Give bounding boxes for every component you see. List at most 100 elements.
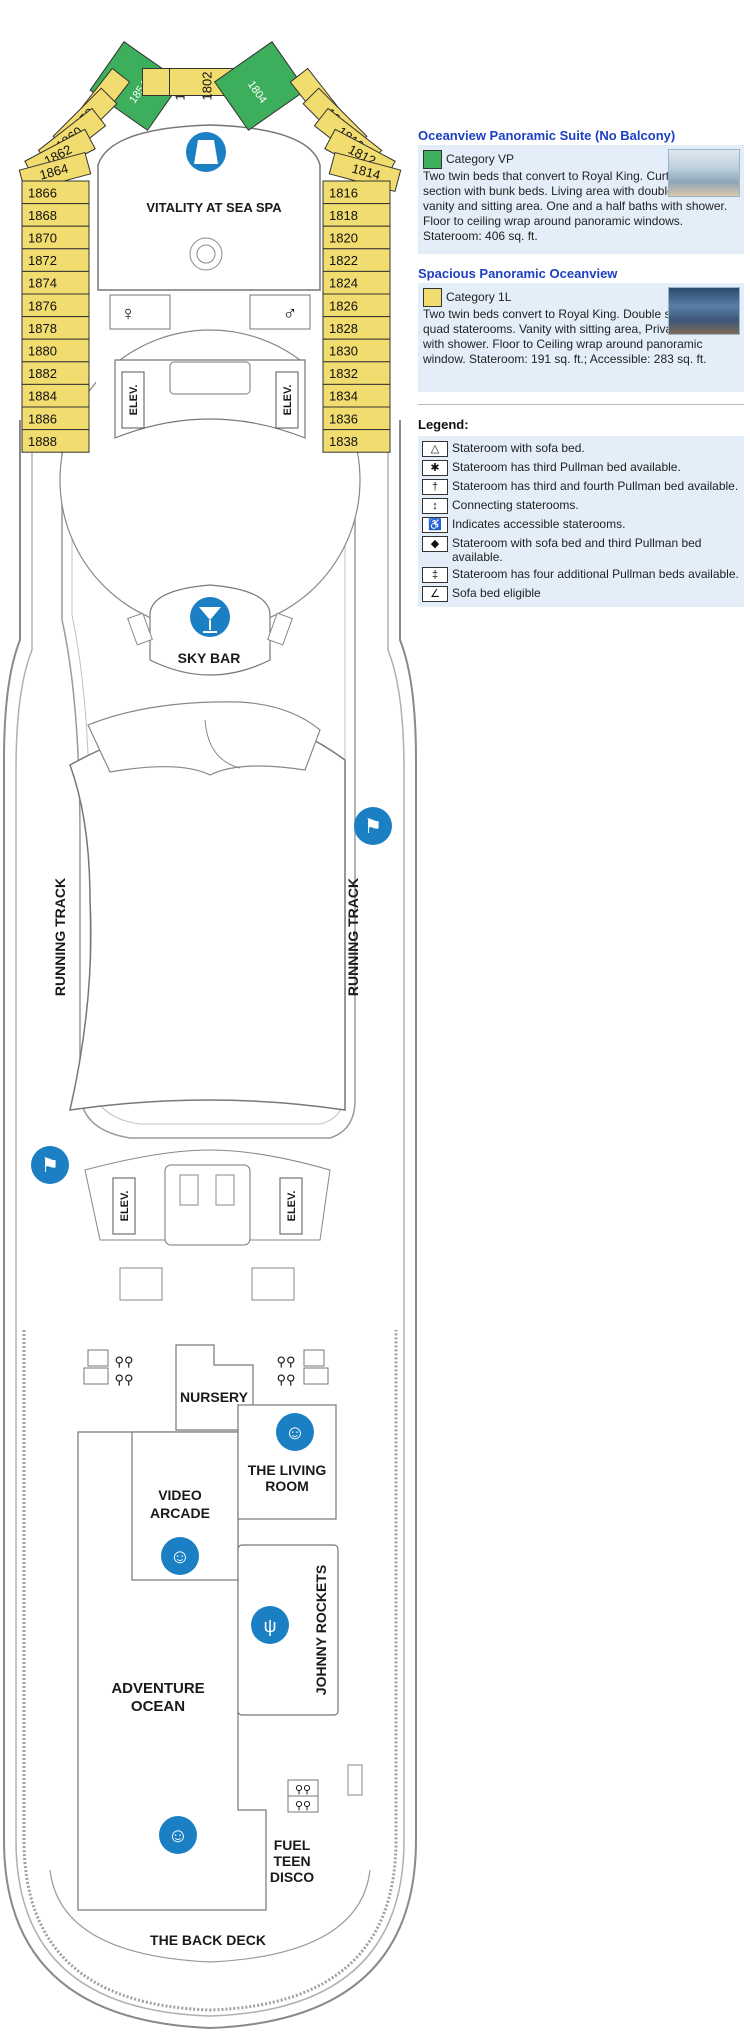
running-track-label-right: RUNNING TRACK bbox=[345, 878, 361, 996]
stateroom-1872[interactable]: 1872 bbox=[21, 248, 90, 272]
elevator-lobby bbox=[114, 359, 306, 439]
stateroom-number: 1864 bbox=[38, 161, 70, 183]
stateroom-number: 1878 bbox=[28, 321, 57, 336]
restroom-icon: ⚲⚲ bbox=[295, 1784, 311, 1796]
connecting-arrow-icon: ↕ bbox=[422, 498, 448, 514]
stateroom-number: 1832 bbox=[329, 366, 358, 381]
stateroom-number: 1838 bbox=[329, 434, 358, 449]
stateroom-1834[interactable]: 1834 bbox=[322, 383, 391, 408]
stateroom-number: 1886 bbox=[28, 411, 57, 426]
svg-text:☺: ☺ bbox=[285, 1422, 305, 1444]
stateroom-number: 1814 bbox=[350, 161, 382, 183]
stateroom-1880[interactable]: 1880 bbox=[21, 338, 90, 363]
sky-bar-label: SKY BAR bbox=[178, 650, 241, 666]
stateroom-number: 1882 bbox=[28, 366, 57, 381]
stateroom-1836[interactable]: 1836 bbox=[322, 406, 391, 431]
category-description: Two twin beds that convert to Royal King… bbox=[423, 169, 728, 243]
restroom-icon: ⚲⚲ bbox=[295, 1800, 311, 1812]
restroom-icon: ⚲⚲ bbox=[276, 1354, 295, 1369]
sofa-bed-eligible-icon: ∠ bbox=[422, 586, 448, 602]
stateroom-1830[interactable]: 1830 bbox=[322, 338, 391, 363]
elevator-label: ELEV. bbox=[286, 1191, 298, 1222]
stateroom-number: 1824 bbox=[329, 276, 358, 291]
legend: △Stateroom with sofa bed.✱Stateroom has … bbox=[418, 436, 744, 607]
wheelchair-icon: ♿ bbox=[422, 517, 448, 533]
stateroom-1818[interactable]: 1818 bbox=[322, 203, 391, 227]
stateroom-1876[interactable]: 1876 bbox=[21, 293, 90, 318]
stateroom-1824[interactable]: 1824 bbox=[322, 270, 391, 295]
fuel-label-1: FUEL bbox=[274, 1837, 311, 1853]
stateroom-1832[interactable]: 1832 bbox=[322, 361, 391, 385]
adventure-ocean-label-1: ADVENTURE bbox=[111, 1680, 204, 1697]
stateroom-1866[interactable]: 1866 bbox=[21, 180, 90, 205]
nursery-room bbox=[175, 1344, 254, 1431]
living-room-label-1: THE LIVING bbox=[248, 1462, 327, 1478]
legend-text: Stateroom has third and fourth Pullman b… bbox=[452, 479, 739, 493]
stateroom-number: 1880 bbox=[28, 344, 57, 359]
elevator-top-right bbox=[275, 371, 299, 429]
stateroom-number: 1826 bbox=[329, 298, 358, 313]
deck-plan: VITALITY AT SEA SPA ♀ ♂ ELEV. ELEV. 1854… bbox=[3, 41, 417, 2030]
stateroom-1888[interactable]: 1888 bbox=[21, 429, 90, 453]
stateroom-1826[interactable]: 1826 bbox=[322, 293, 391, 318]
elevator-label: ELEV. bbox=[128, 385, 140, 416]
dining-icon bbox=[251, 1606, 289, 1644]
elevator-label: ELEV. bbox=[282, 385, 294, 416]
stateroom-1874[interactable]: 1874 bbox=[21, 270, 90, 295]
back-deck bbox=[49, 1869, 371, 1963]
svg-text:☺: ☺ bbox=[168, 1825, 188, 1847]
living-room-label-2: ROOM bbox=[265, 1478, 309, 1494]
restroom-icon: ⚲⚲ bbox=[114, 1372, 133, 1387]
stateroom-1886[interactable]: 1886 bbox=[21, 406, 90, 431]
svg-text:ψ: ψ bbox=[264, 1616, 277, 1636]
legend-text: Stateroom has third Pullman bed availabl… bbox=[452, 460, 681, 474]
stateroom-number: 1866 bbox=[28, 185, 57, 200]
stateroom-1878[interactable]: 1878 bbox=[21, 316, 90, 340]
stateroom-1822[interactable]: 1822 bbox=[322, 248, 391, 272]
category-list: Oceanview Panoramic Suite (No Balcony)Ca… bbox=[418, 128, 744, 392]
stateroom-number: 1830 bbox=[329, 344, 358, 359]
elevator-label: ELEV. bbox=[119, 1191, 131, 1222]
stateroom-1828[interactable]: 1828 bbox=[322, 316, 391, 340]
hull-inner-2 bbox=[22, 1330, 398, 2012]
adventure-ocean-label-2: OCEAN bbox=[131, 1698, 185, 1715]
spa-restroom-right bbox=[249, 294, 311, 330]
hull-inner bbox=[15, 430, 405, 2017]
stateroom-number: 1834 bbox=[329, 389, 358, 404]
stateroom-number: 1868 bbox=[28, 208, 57, 223]
stair-mid bbox=[164, 1164, 251, 1246]
legend-text: Sofa bed eligible bbox=[452, 586, 541, 600]
johnny-rockets-label: JOHNNY ROCKETS bbox=[313, 1565, 329, 1695]
stateroom-number: 1888 bbox=[28, 434, 57, 449]
stateroom-number: 1836 bbox=[329, 411, 358, 426]
stateroom-1854[interactable]: 1854 bbox=[89, 41, 183, 131]
pool-deck-area bbox=[69, 717, 346, 1111]
stateroom-number: 1872 bbox=[28, 253, 57, 268]
stateroom-number: 1802 bbox=[200, 72, 215, 101]
legend-text: Stateroom with sofa bed and third Pullma… bbox=[452, 536, 702, 564]
stateroom-1884[interactable]: 1884 bbox=[21, 383, 90, 408]
category-label-row: Category 1L bbox=[423, 287, 739, 307]
category-0: Oceanview Panoramic Suite (No Balcony)Ca… bbox=[418, 128, 744, 254]
legend-item: † Stateroom has third and fourth Pullman … bbox=[422, 479, 740, 495]
stateroom-number: 1884 bbox=[28, 389, 57, 404]
stateroom-1868[interactable]: 1868 bbox=[21, 203, 90, 227]
stateroom-1804[interactable]: 1804 bbox=[213, 41, 307, 131]
legend-item: ♿Indicates accessible staterooms. bbox=[422, 517, 740, 533]
stairs-left bbox=[119, 1267, 163, 1301]
legend-item: ✱Stateroom has third Pullman bed availab… bbox=[422, 460, 740, 476]
stair-top bbox=[169, 361, 251, 395]
stateroom-1816[interactable]: 1816 bbox=[322, 180, 391, 205]
stateroom-1882[interactable]: 1882 bbox=[21, 361, 90, 385]
stateroom-1838[interactable]: 1838 bbox=[322, 429, 391, 453]
legend-item: ‡Stateroom has four additional Pullman b… bbox=[422, 567, 740, 583]
stateroom-number: 1822 bbox=[329, 253, 358, 268]
stateroom-1820[interactable]: 1820 bbox=[322, 225, 391, 250]
hull-outline bbox=[3, 420, 417, 2030]
stateroom-number: 1820 bbox=[329, 231, 358, 246]
stateroom-1870[interactable]: 1870 bbox=[21, 225, 90, 250]
dagger-icon: † bbox=[422, 479, 448, 495]
legend-item: ∠ Sofa bed eligible bbox=[422, 586, 740, 602]
stairs-aft bbox=[347, 1764, 363, 1796]
